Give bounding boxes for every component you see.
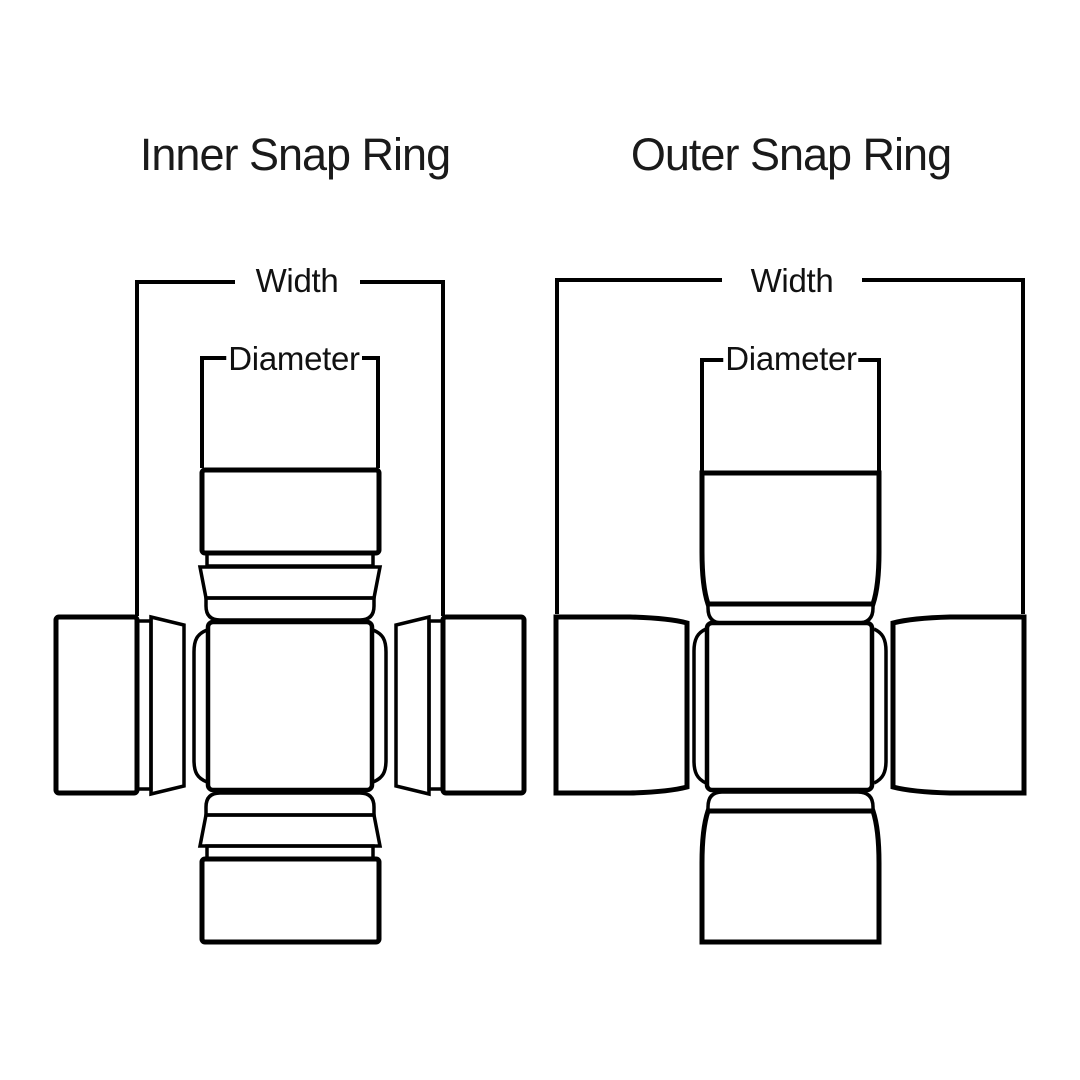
inner-top-bearing-cap	[199, 467, 382, 556]
inner-right-trunnion-neck	[372, 628, 388, 784]
outer-width-label: Width	[748, 262, 836, 299]
inner-left-trunnion-neck	[192, 628, 208, 784]
inner-width-dimension-bracket	[135, 280, 445, 616]
outer-diameter-dimension-bracket	[700, 358, 881, 471]
inner-top-skirt	[197, 565, 383, 600]
inner-diameter-dimension-bracket	[200, 356, 380, 468]
inner-right-skirt	[394, 614, 431, 797]
outer-cross-body	[704, 620, 875, 793]
inner-bottom-bearing-cap	[199, 856, 382, 945]
inner-bottom-skirt	[197, 813, 383, 848]
outer-diameter-label: Diameter	[723, 340, 859, 377]
inner-snap-ring-diagram	[53, 280, 527, 945]
inner-diameter-label: Diameter	[226, 340, 362, 377]
inner-width-label: Width	[253, 262, 341, 299]
inner-bottom-lip	[204, 791, 376, 817]
outer-left-bearing-cap	[553, 614, 690, 796]
inner-left-skirt	[149, 614, 186, 797]
outer-top-lip	[706, 602, 875, 625]
inner-snap-ring-title: Inner Snap Ring	[139, 129, 451, 180]
outer-top-bearing-cap	[699, 470, 882, 607]
outer-right-trunnion-neck	[873, 627, 888, 785]
inner-left-bearing-cap	[53, 614, 140, 796]
outer-bottom-bearing-cap	[699, 808, 882, 945]
outer-left-trunnion-neck	[692, 627, 707, 785]
outer-bottom-lip	[706, 790, 875, 813]
inner-top-lip	[204, 596, 376, 622]
outer-snap-ring-title: Outer Snap Ring	[630, 129, 952, 180]
outer-snap-ring-diagram	[553, 278, 1027, 945]
outer-right-bearing-cap	[890, 614, 1027, 796]
outer-width-dimension-bracket	[555, 278, 1025, 614]
inner-right-bearing-cap	[440, 614, 527, 796]
inner-cross-body	[205, 619, 375, 793]
